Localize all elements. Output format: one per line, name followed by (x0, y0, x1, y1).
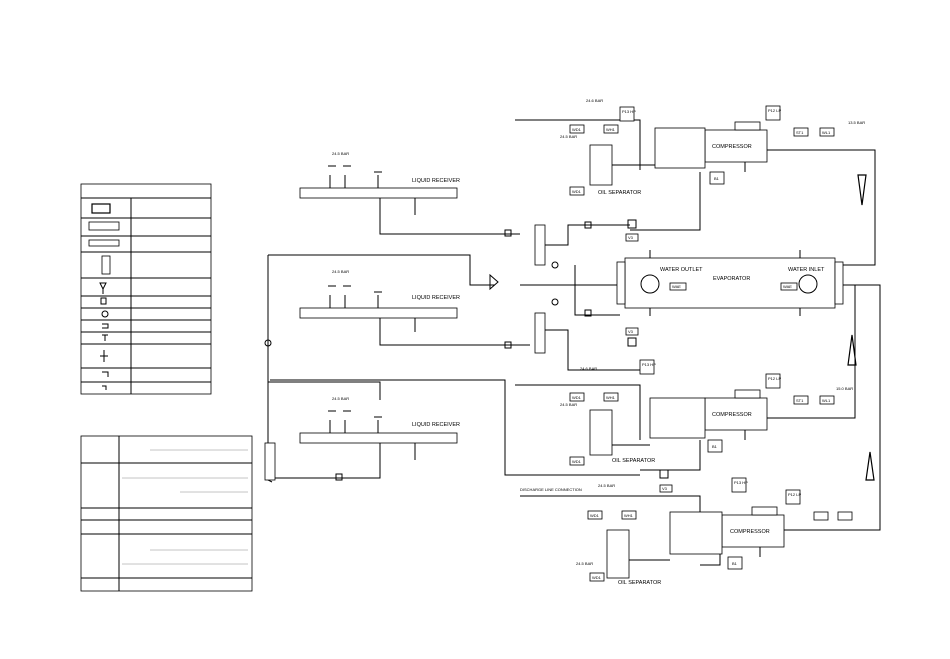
compressor-3-label: COMPRESSOR (730, 529, 770, 535)
evaporator-label: EVAPORATOR (713, 276, 750, 282)
c1-v3: V3 (628, 235, 634, 240)
c1-b1: B1 (714, 176, 720, 181)
oil-separator-2-label: OIL SEPARATOR (612, 458, 655, 464)
compressor-2: COMPRESSOR OIL SEPARATOR B1 P13 HP P12 L… (515, 284, 856, 471)
evaporator: WATER OUTLET EVAPORATOR WATER INLET WAE … (616, 250, 844, 316)
receiver-2: 24.5 BAR LIQUID RECEIVER (299, 269, 530, 346)
evap-tag-left: WAE (672, 284, 681, 289)
c2-pressure-b: 24.5 BAR (560, 402, 577, 407)
c1-wh1: WH1 (606, 127, 616, 132)
oil-separator-3-label: OIL SEPARATOR (618, 580, 661, 586)
c2-wd1: WD1 (572, 395, 582, 400)
c1-pressure-a: 24.6 BAR (586, 98, 603, 103)
oil-separator-1 (589, 144, 613, 186)
c2-wh1: WH1 (606, 395, 616, 400)
c2-pressure-a: 24.6 BAR (580, 366, 597, 371)
c1-pressure-b: 24.5 BAR (560, 134, 577, 139)
receiver-2-pressure: 24.5 BAR (332, 269, 349, 274)
c1-hp: P13 HP (622, 109, 636, 114)
discharge-line-label: DISCHARGE LINE CONNECTION (520, 487, 582, 492)
c2-st1: ST1 (796, 398, 804, 403)
c3-v3: V3 (662, 486, 668, 491)
c2-wl1: WL1 (822, 398, 831, 403)
notes-legend (80, 435, 253, 592)
receiver-3: 24.5 BAR LIQUID RECEIVER (275, 396, 460, 479)
valve-symbols (335, 219, 669, 481)
c3-pressure-b: 24.5 BAR (576, 561, 593, 566)
c2-hp: P13 HP (642, 362, 656, 367)
c3-wh1: WH1 (624, 513, 634, 518)
drier-filter-2 (534, 312, 546, 354)
receiver-3-pressure: 24.5 BAR (332, 396, 349, 401)
oil-separator-1-label: OIL SEPARATOR (598, 190, 641, 196)
receiver-1: 24.5 BAR LIQUID RECEIVER (299, 151, 520, 235)
c1-wd1: WD1 (572, 127, 582, 132)
c1-st1: ST1 (796, 130, 804, 135)
drier-filters (489, 224, 640, 371)
c3-wd1b: WD1 (592, 575, 602, 580)
drier-filter-3 (264, 442, 276, 481)
c1-wl1: WL1 (822, 130, 831, 135)
water-outlet-label: WATER OUTLET (660, 267, 703, 273)
compressor-1: COMPRESSOR OIL SEPARATOR B1 P13 HP P12 L… (515, 98, 876, 266)
c2-v3: V3 (628, 329, 634, 334)
flow-arrows (847, 174, 875, 481)
c2-wd1b: WD1 (572, 459, 582, 464)
drier-filter-1 (534, 224, 546, 266)
c3-wd1: WD1 (590, 513, 600, 518)
water-inlet-label: WATER INLET (788, 267, 825, 273)
c2-pressure-c: 15.0 BAR (836, 386, 853, 391)
c1-lp: P12 LP (768, 108, 781, 113)
c1-wd1b: WD1 (572, 189, 582, 194)
receiver-3-label: LIQUID RECEIVER (412, 422, 460, 428)
c1-pressure-c: 13.5 BAR (848, 120, 865, 125)
c2-lp: P12 LP (768, 376, 781, 381)
liquid-header (264, 254, 640, 483)
symbol-legend (80, 183, 212, 395)
c3-pressure-a: 24.5 BAR (598, 483, 615, 488)
oil-separator-2 (589, 409, 613, 456)
receiver-1-pressure: 24.5 BAR (332, 151, 349, 156)
c3-hp: P13 HP (734, 480, 748, 485)
compressor-1-label: COMPRESSOR (712, 144, 752, 150)
c2-b1: B1 (712, 444, 718, 449)
receiver-2-label: LIQUID RECEIVER (412, 295, 460, 301)
c3-lp: P12 LP (788, 492, 801, 497)
c3-b1: B1 (732, 561, 738, 566)
receiver-1-label: LIQUID RECEIVER (412, 178, 460, 184)
oil-separator-3 (606, 529, 630, 579)
compressor-3: COMPRESSOR OIL SEPARATOR B1 P13 HP P12 L… (520, 284, 881, 586)
evap-tag-right: WAE (783, 284, 792, 289)
compressor-2-label: COMPRESSOR (712, 412, 752, 418)
